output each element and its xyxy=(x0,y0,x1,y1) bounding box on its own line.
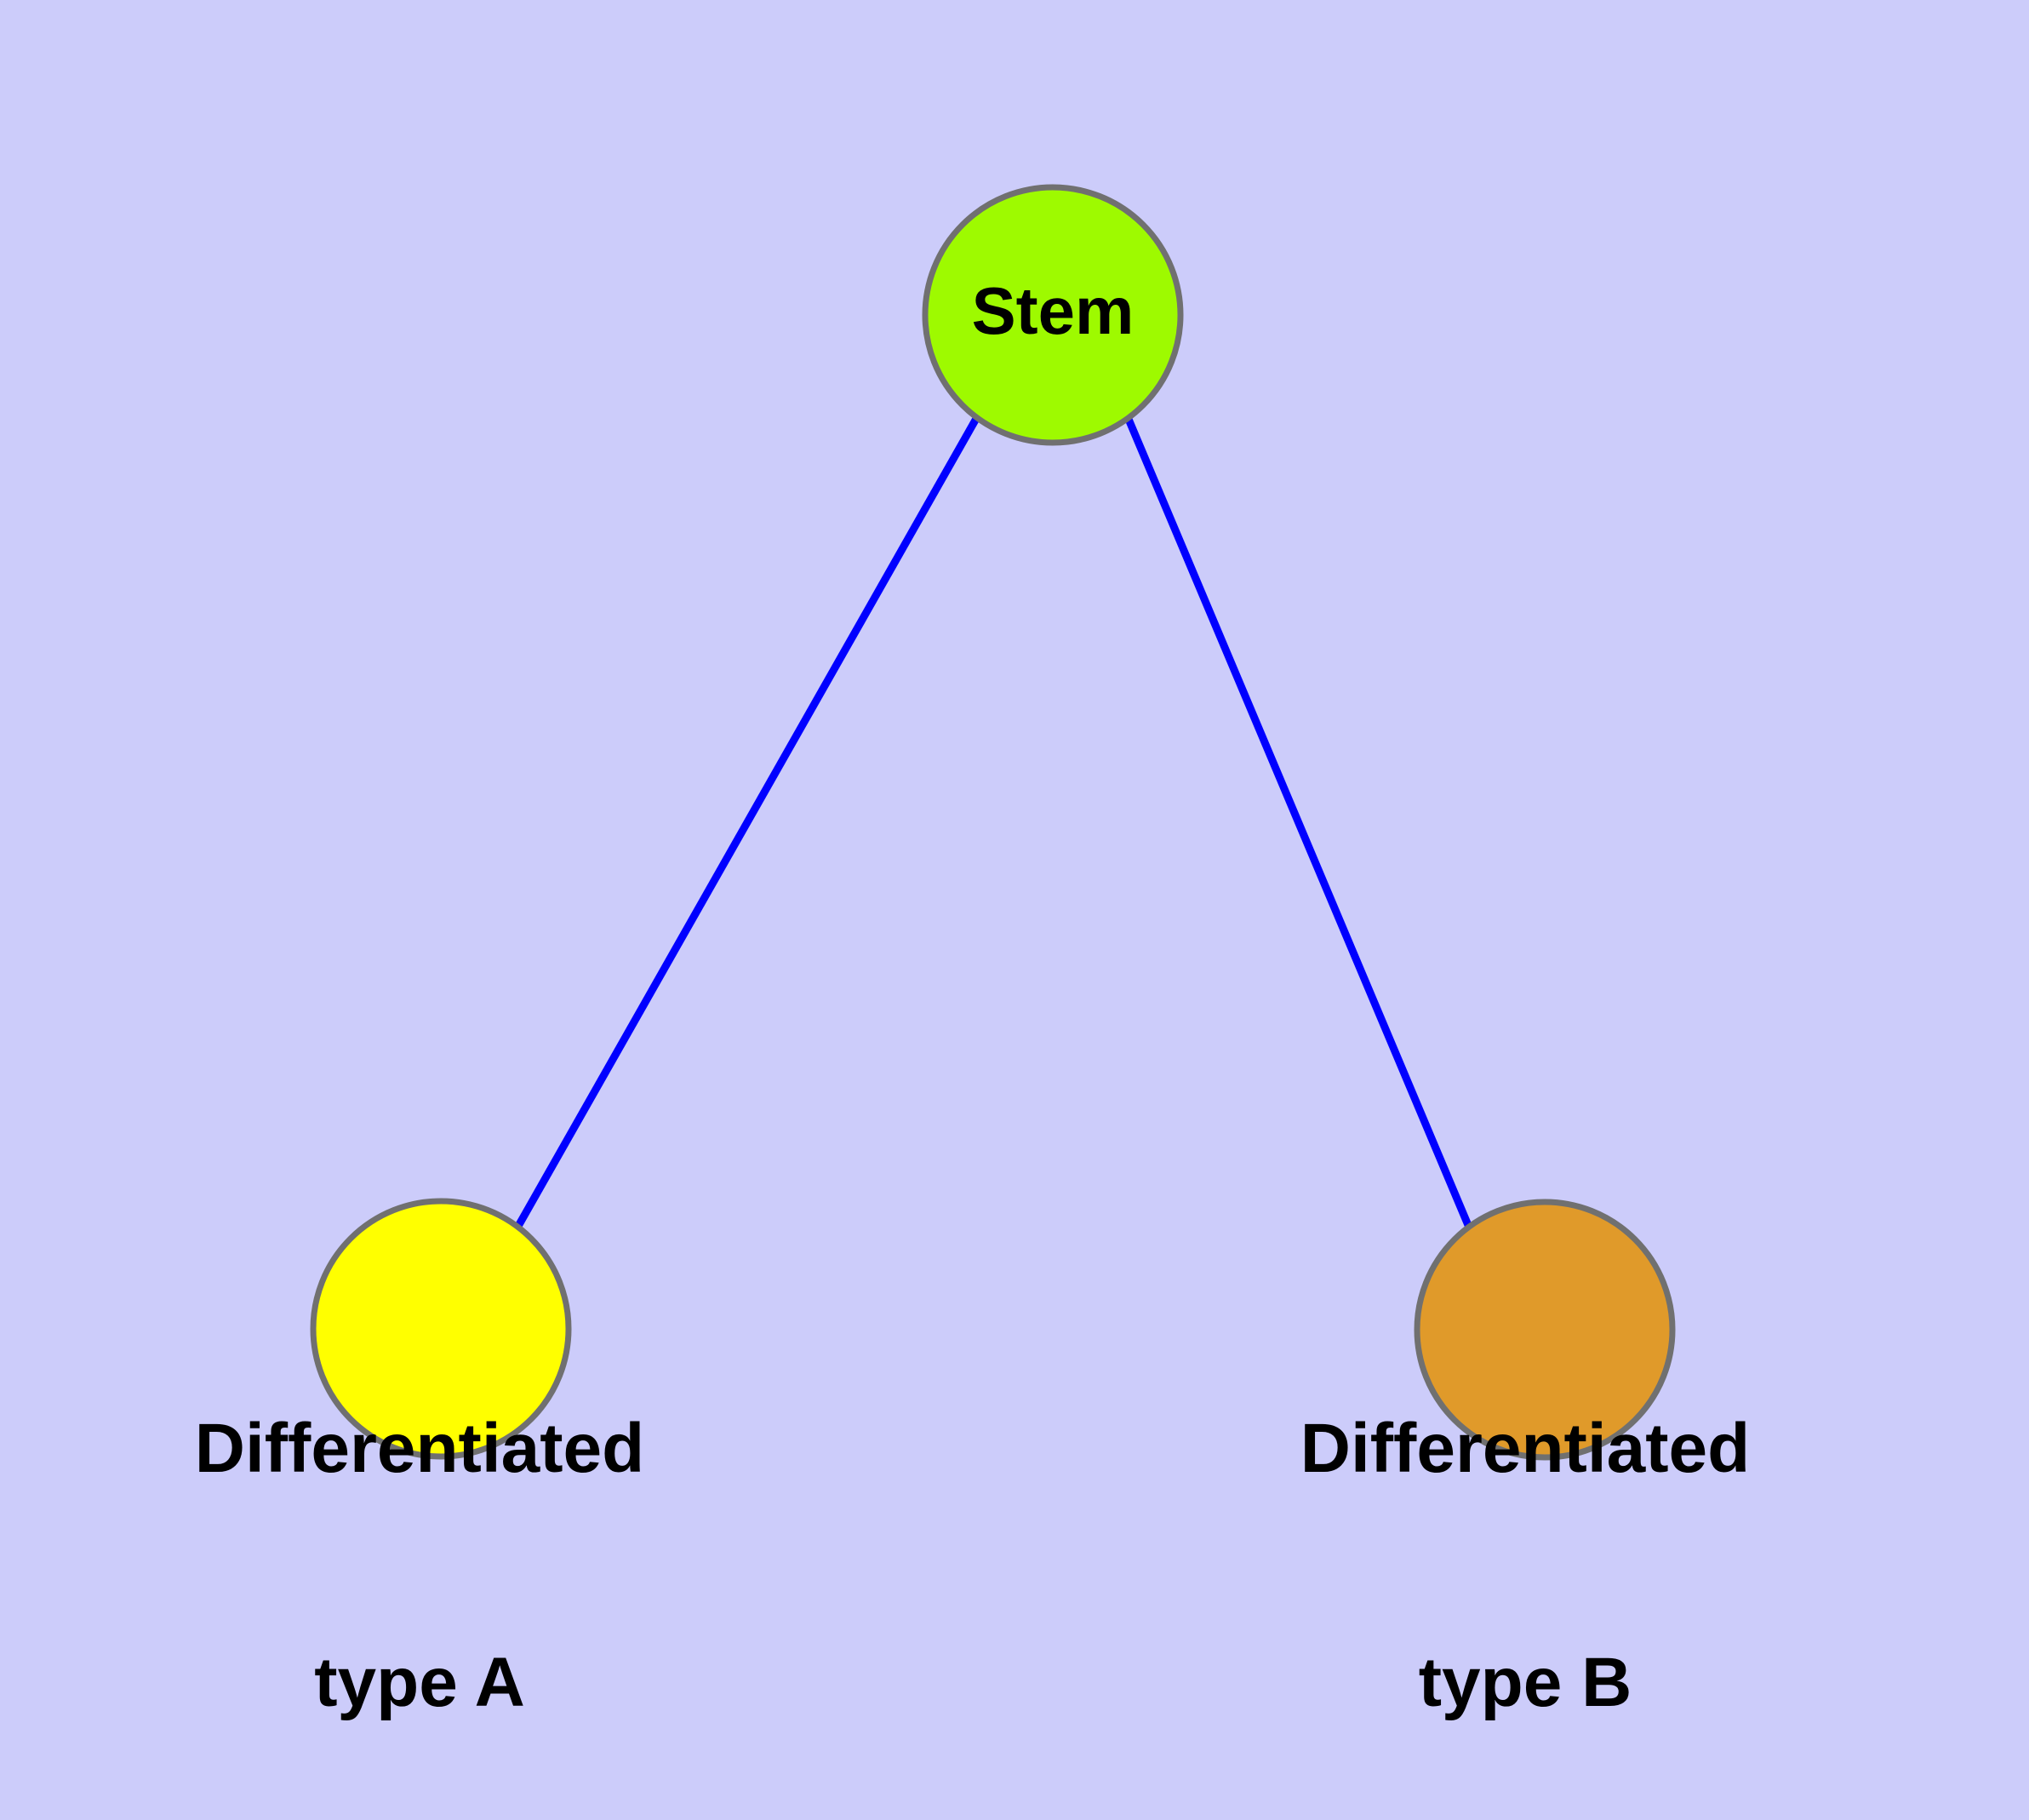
node-diff-b[interactable] xyxy=(1414,1199,1676,1461)
node-stem[interactable] xyxy=(922,184,1184,446)
node-layer xyxy=(310,184,1676,1461)
edge-stem-to-diff-a xyxy=(514,415,980,1230)
edge-layer xyxy=(514,415,1474,1231)
node-diff-a[interactable] xyxy=(310,1198,572,1460)
edge-stem-to-diff-b xyxy=(1123,415,1474,1231)
